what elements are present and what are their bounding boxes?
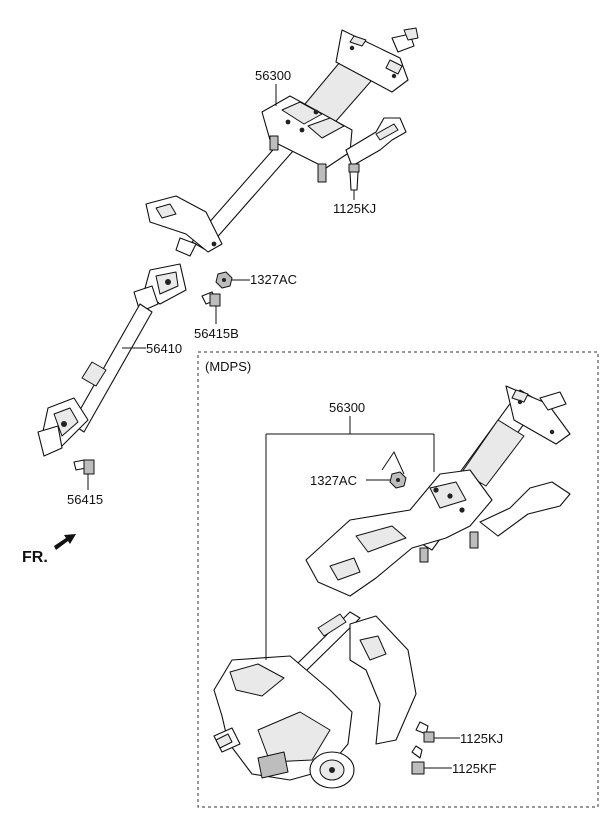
mdps-group-label: (MDPS)	[205, 359, 251, 374]
leader-lines	[87, 84, 460, 769]
mdps-group-frame	[197, 351, 599, 808]
callout-1125kf-mdps: 1125KF	[452, 761, 497, 776]
callout-56410: 56410	[146, 341, 182, 356]
nut-1327ac	[215, 271, 233, 289]
callout-1327ac-top: 1327AC	[250, 272, 297, 287]
callout-56300-mdps: 56300	[329, 400, 365, 415]
front-direction-indicator: FR.	[22, 534, 76, 566]
bolt-56415	[73, 459, 95, 475]
bolt-1125kj-upper	[348, 163, 360, 191]
mdps-column-assembly	[213, 385, 571, 789]
front-direction-arrow-icon	[54, 534, 76, 550]
callout-1125kj-mdps: 1125KJ	[460, 731, 503, 746]
front-direction-label: FR.	[22, 549, 48, 566]
intermediate-shaft	[37, 263, 187, 457]
bolt-1125kj-mdps	[415, 721, 435, 743]
steering-column-assembly	[145, 27, 419, 257]
bolt-56415b	[201, 291, 221, 307]
callout-56415: 56415	[67, 492, 103, 507]
callout-1327ac-mdps: 1327AC	[310, 473, 357, 488]
callout-56415b: 56415B	[194, 326, 239, 341]
bolt-1125kf-mdps	[411, 745, 425, 775]
callout-56300-top: 56300	[255, 68, 291, 83]
nut-1327ac-mdps	[389, 471, 407, 489]
callout-1125kj-top: 1125KJ	[333, 201, 376, 216]
